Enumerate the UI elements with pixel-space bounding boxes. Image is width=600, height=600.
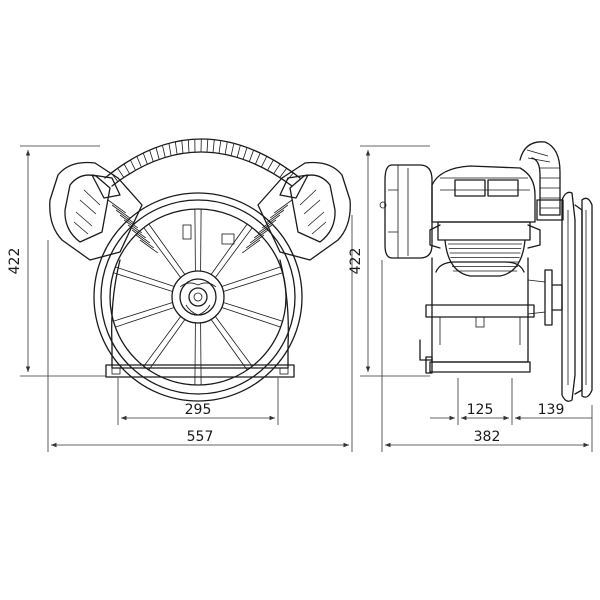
- flywheel-spokes: [112, 208, 284, 386]
- front-total-width-label: 557: [187, 429, 214, 445]
- side-pulley: [544, 191, 593, 402]
- flywheel-spoke: [112, 302, 175, 328]
- front-coil-ridges: [110, 138, 294, 182]
- side-total-width-label: 382: [474, 429, 501, 445]
- side-hose: [519, 141, 564, 221]
- flywheel-spoke: [210, 316, 253, 371]
- front-dimensions: 422 295 557: [7, 145, 353, 452]
- side-dimensions: 422 125 139 382: [348, 145, 593, 452]
- side-cylinder-assembly: [429, 165, 541, 277]
- side-pulley-width-label: 139: [538, 402, 565, 418]
- flywheel-spoke: [194, 322, 202, 386]
- flywheel-spoke: [194, 208, 202, 272]
- flywheel-spoke: [210, 223, 253, 278]
- front-right-cylinder-head: [241, 161, 351, 261]
- front-base: [105, 364, 295, 378]
- front-flywheel: [93, 192, 303, 402]
- front-base-width-label: 295: [185, 402, 212, 418]
- side-flywheel-edge: [379, 164, 433, 259]
- flywheel-spoke: [221, 302, 284, 328]
- flywheel-spoke: [112, 266, 175, 292]
- side-crankcase: [419, 257, 546, 374]
- side-inner-width-label: 125: [467, 402, 494, 418]
- front-view: [49, 138, 351, 402]
- flywheel-spoke: [143, 223, 186, 278]
- side-height-label: 422: [348, 248, 364, 275]
- front-left-cylinder-head: [49, 161, 159, 261]
- flywheel-spoke: [221, 266, 284, 292]
- side-view: [379, 141, 593, 402]
- front-height-label: 422: [7, 248, 23, 275]
- flywheel-spoke: [143, 316, 186, 371]
